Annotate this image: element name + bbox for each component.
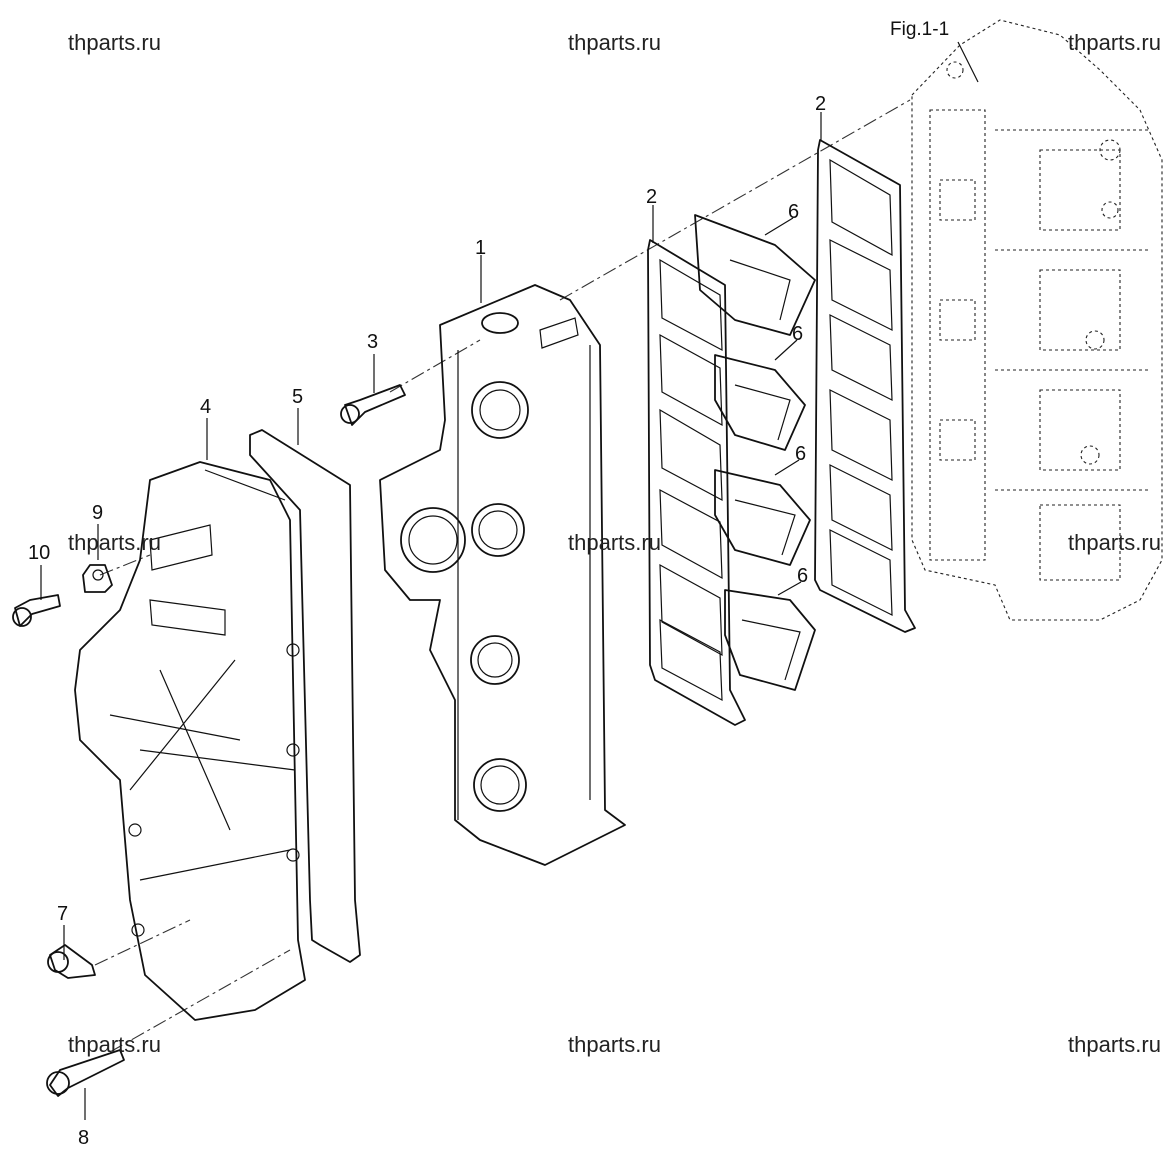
gasket-left	[647, 239, 746, 726]
watermark: thparts.ru	[568, 530, 661, 555]
callout-7: 7	[57, 903, 68, 925]
watermark: thparts.ru	[1068, 530, 1161, 555]
watermark: thparts.ru	[568, 1032, 661, 1057]
bolt-part-8	[46, 1049, 125, 1120]
watermark: thparts.ru	[1068, 1032, 1161, 1057]
figure-label: Fig.1-1	[890, 19, 949, 40]
intake-body	[379, 255, 626, 866]
callout-1: 1	[475, 237, 486, 259]
callout-10: 10	[28, 542, 50, 564]
crankcase-block	[911, 19, 1163, 621]
watermark: thparts.ru	[68, 30, 161, 55]
callout-5: 5	[292, 386, 303, 408]
bracket-part-9	[82, 524, 113, 593]
callout-4: 4	[200, 396, 211, 418]
gasket-right	[814, 139, 916, 633]
callout-9: 9	[92, 502, 103, 524]
watermark: thparts.ru	[68, 1032, 161, 1057]
cover-gasket	[249, 408, 361, 963]
callout-6-c: 6	[795, 443, 806, 465]
watermark: thparts.ru	[68, 530, 161, 555]
reed-valves	[694, 214, 816, 691]
watermark: thparts.ru	[568, 30, 661, 55]
callout-6-d: 6	[797, 565, 808, 587]
alignment-lines	[94, 99, 911, 1053]
callout-2-left: 2	[646, 186, 657, 208]
bolt-part-7	[47, 925, 96, 979]
watermark: thparts.ru	[1068, 30, 1161, 55]
bolt-part-10	[12, 565, 61, 627]
callout-3: 3	[367, 331, 378, 353]
outer-cover	[74, 418, 306, 1021]
bolt-part-3	[340, 354, 406, 426]
leaders-2-6	[652, 112, 822, 596]
callout-2-right: 2	[815, 93, 826, 115]
callout-8: 8	[78, 1127, 89, 1149]
callout-6-b: 6	[792, 323, 803, 345]
callout-6-a: 6	[788, 201, 799, 223]
